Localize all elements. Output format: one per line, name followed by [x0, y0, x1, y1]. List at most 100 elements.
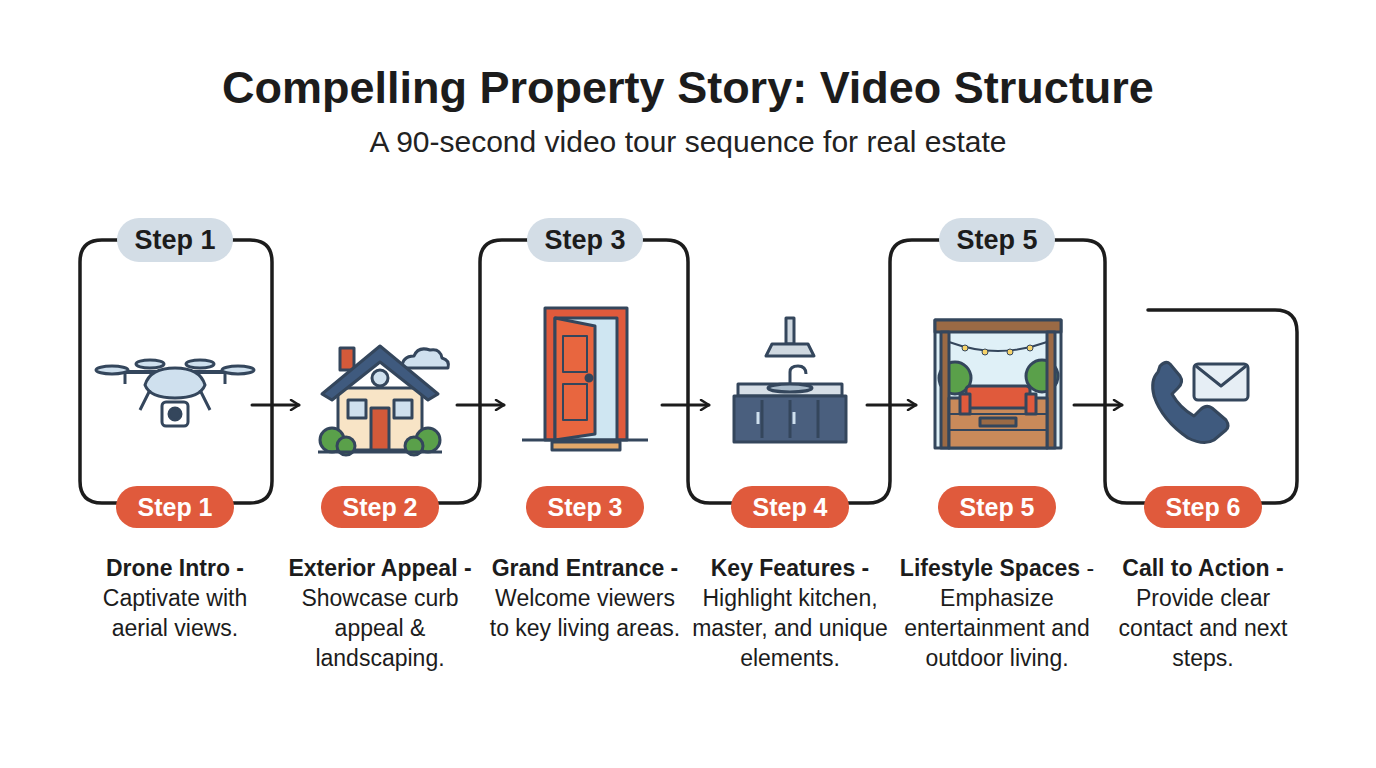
- step-group: Step 6Call to Action - Provide clear con…: [1128, 330, 1278, 530]
- kitchen-icon-part: [789, 400, 792, 438]
- step-badge: Step 5: [938, 486, 1056, 528]
- drone-icon-part: [96, 366, 128, 374]
- step-heading: Drone Intro -: [106, 555, 244, 581]
- flow-arrow: [867, 404, 916, 407]
- drone-icon: [96, 360, 254, 426]
- door-icon-part: [563, 384, 587, 420]
- step-description: Exterior Appeal - Showcase curb appeal &…: [282, 553, 478, 673]
- frame-line: [80, 240, 272, 503]
- step-body: Provide clear contact and next steps.: [1119, 585, 1288, 671]
- door-icon-part: [586, 375, 592, 381]
- step-badge: Step 1: [116, 486, 234, 528]
- step-badge: Step 2: [321, 486, 439, 528]
- step-heading: Grand Entrance -: [492, 555, 679, 581]
- step-badge: Step 3: [526, 486, 644, 528]
- patio-icon-part: [1026, 394, 1036, 414]
- step-group: Step 4Key Features - Highlight kitchen, …: [715, 330, 865, 530]
- flow-arrow: [662, 404, 709, 407]
- step-tag: Step 1: [117, 218, 233, 262]
- house-icon-part: [371, 408, 389, 450]
- flow-arrow: [1074, 404, 1122, 407]
- patio-icon-part: [935, 320, 1061, 448]
- house-icon-part: [322, 346, 438, 400]
- drone-icon-part: [222, 366, 254, 374]
- step-group: Step 2Exterior Appeal - Showcase curb ap…: [305, 330, 455, 530]
- step-label: Step 3: [544, 225, 625, 256]
- step-label: Step 5: [959, 493, 1034, 522]
- step-label: Step 1: [134, 225, 215, 256]
- step-heading: Lifestyle Spaces: [900, 555, 1080, 581]
- contact-icon-part: [1196, 366, 1246, 386]
- door-icon-part: [555, 318, 595, 440]
- drone-icon-part: [136, 360, 164, 368]
- frame-line: [380, 240, 1297, 503]
- step-label: Step 4: [752, 493, 827, 522]
- kitchen-icon-part: [793, 412, 796, 424]
- step-group: Step 5Lifestyle Spaces - Emphasize enter…: [922, 330, 1072, 530]
- house-icon-part: [402, 349, 448, 368]
- door-icon-part: [555, 318, 617, 440]
- step-body: Captivate with aerial views.: [103, 585, 247, 641]
- step-label: Step 5: [956, 225, 1037, 256]
- step-label: Step 3: [547, 493, 622, 522]
- patio-icon-part: [1027, 345, 1033, 351]
- step-description: Lifestyle Spaces - Emphasize entertainme…: [899, 553, 1095, 673]
- kitchen-icon-part: [766, 344, 814, 356]
- step-badge: Step 4: [731, 486, 849, 528]
- kitchen-icon-part: [817, 400, 820, 438]
- patio-icon-part: [949, 342, 1047, 351]
- kitchen-icon-part: [734, 396, 846, 442]
- step-label: Step 1: [137, 493, 212, 522]
- title: Compelling Property Story: Video Structu…: [0, 60, 1376, 116]
- contact-icon-part: [1194, 364, 1248, 400]
- patio-icon-part: [935, 320, 1061, 332]
- patio-icon-part: [982, 349, 988, 355]
- patio-icon-part: [949, 429, 1047, 431]
- patio-icon: [935, 320, 1061, 448]
- step-body: Showcase curb appeal & landscaping.: [301, 585, 458, 671]
- drone-icon-part: [162, 402, 188, 426]
- house-icon: [318, 346, 448, 455]
- patio-icon-part: [966, 386, 1030, 408]
- kitchen-icon-part: [757, 412, 760, 424]
- step-body: Welcome viewers to key living areas.: [490, 585, 680, 641]
- flow-arrow: [252, 404, 299, 407]
- step-group: Step 3Grand Entrance - Welcome viewers t…: [510, 330, 660, 530]
- flow-arrow: [457, 404, 504, 407]
- door-icon-part: [563, 336, 587, 372]
- step-description: Drone Intro - Captivate with aerial view…: [77, 553, 273, 643]
- step-label: Step 6: [1165, 493, 1240, 522]
- patio-icon-part: [1007, 349, 1013, 355]
- house-icon-part: [318, 451, 442, 454]
- step-group: Step 1Drone Intro - Captivate with aeria…: [100, 330, 250, 530]
- step-description: Grand Entrance - Welcome viewers to key …: [487, 553, 683, 643]
- drone-icon-part: [186, 360, 214, 368]
- step-description: Key Features - Highlight kitchen, master…: [692, 553, 888, 673]
- house-icon-part: [340, 348, 354, 370]
- step-tag: Step 5: [939, 218, 1055, 262]
- step-body: Highlight kitchen, master, and unique el…: [692, 585, 888, 671]
- contact-icon: [1153, 362, 1248, 442]
- serpentine-frame: [80, 240, 1297, 503]
- patio-icon-part: [960, 394, 970, 414]
- kitchen-icon-part: [738, 384, 842, 396]
- space: [1080, 555, 1086, 581]
- step-tag: Step 3: [527, 218, 643, 262]
- house-icon-part: [348, 400, 366, 418]
- kitchen-icon-part: [761, 400, 764, 438]
- house-icon-part: [394, 400, 412, 418]
- step-badge: Step 6: [1144, 486, 1262, 528]
- step-description: Call to Action - Provide clear contact a…: [1105, 553, 1301, 673]
- house-icon-part: [372, 370, 388, 386]
- patio-icon-part: [962, 345, 968, 351]
- subtitle: A 90-second video tour sequence for real…: [0, 124, 1376, 160]
- step-heading: Call to Action -: [1122, 555, 1283, 581]
- kitchen-icon-part: [786, 318, 794, 344]
- patio-icon-part: [980, 418, 1016, 426]
- drone-icon-part: [169, 408, 181, 420]
- door-icon: [522, 308, 648, 450]
- step-label: Step 2: [342, 493, 417, 522]
